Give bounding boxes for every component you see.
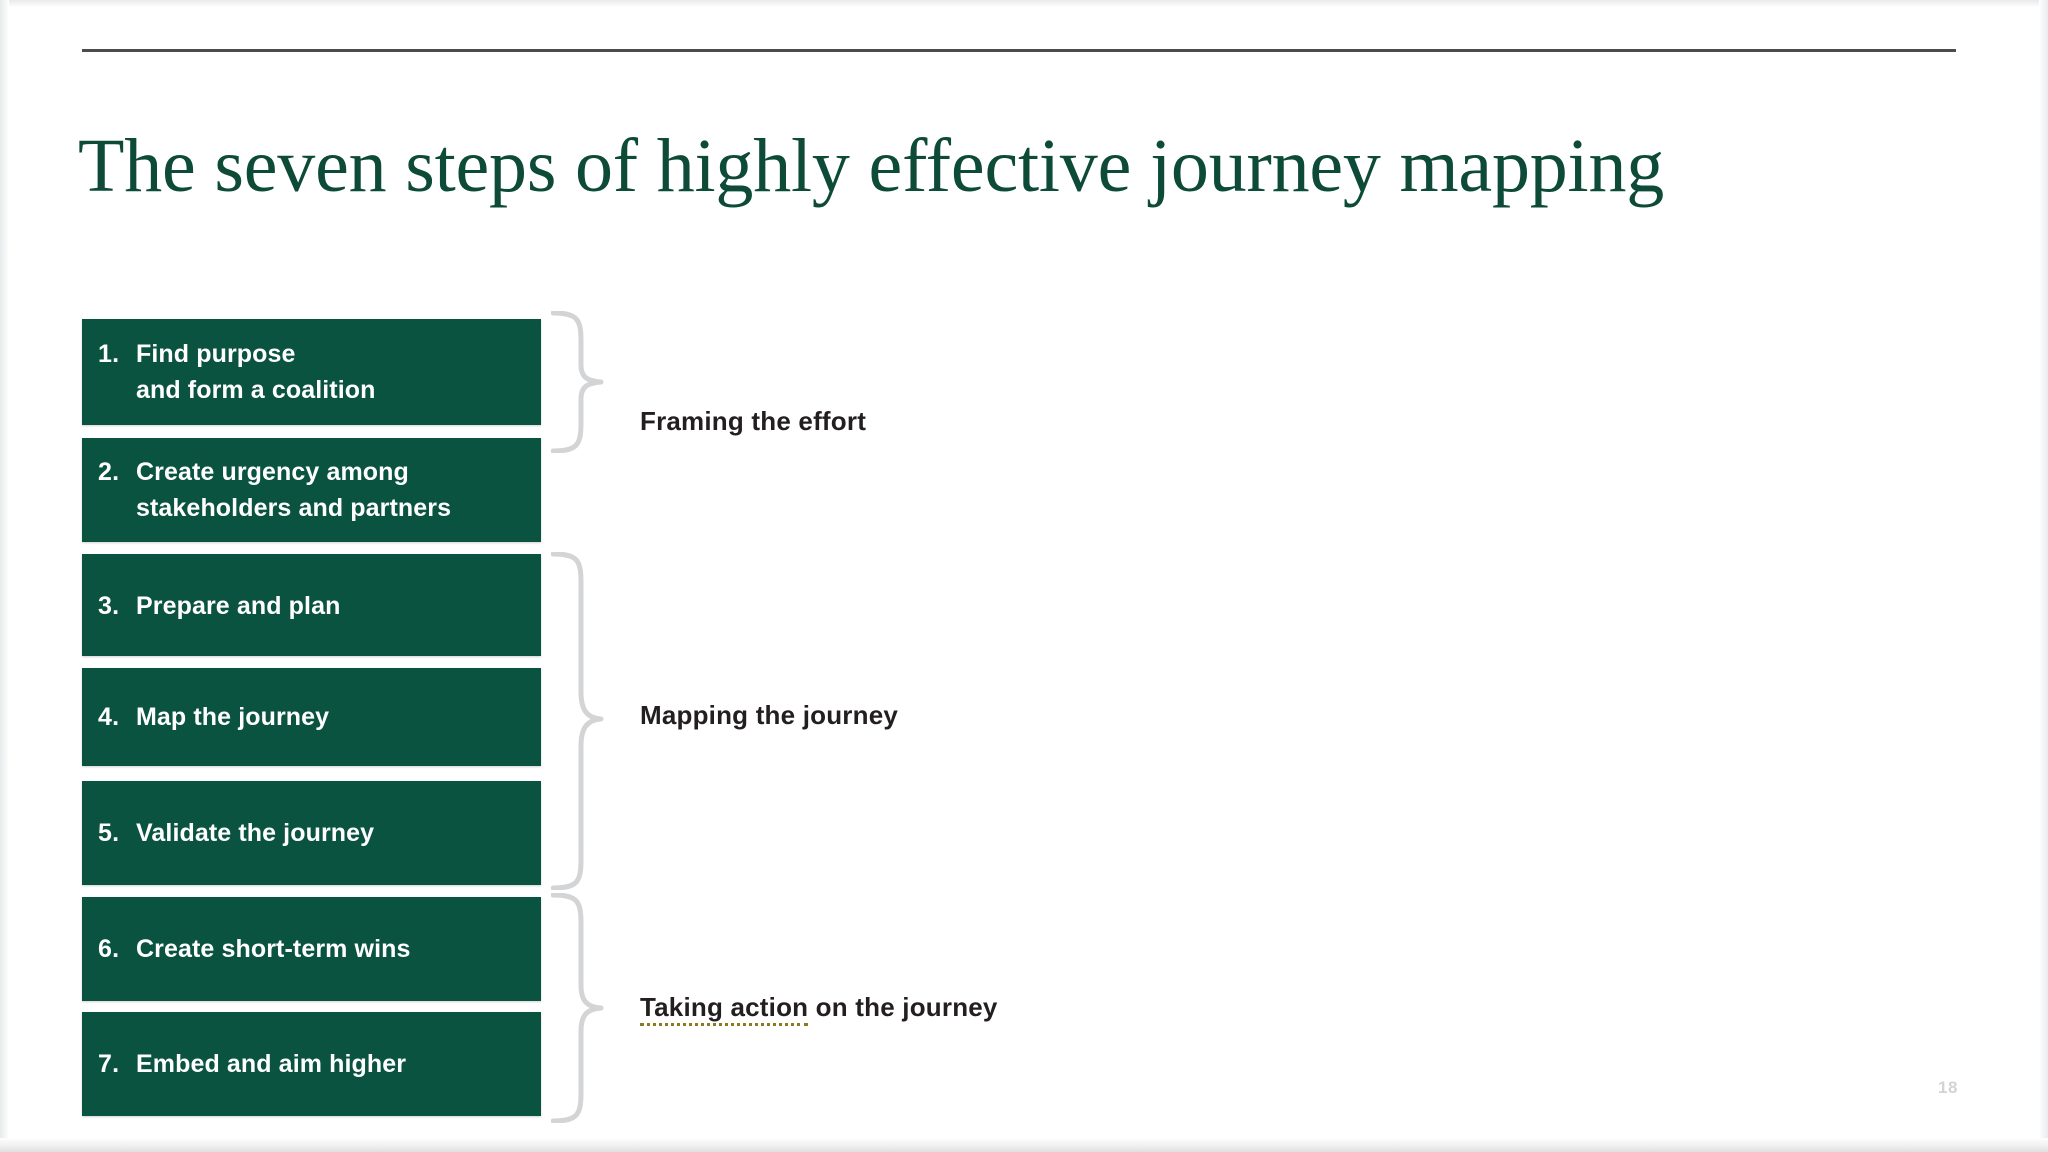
step-line-primary: 3. Prepare and plan — [82, 592, 541, 621]
slide-edge-left — [0, 0, 9, 1152]
step-label-line1: Map the journey — [136, 702, 330, 731]
step-box-5[interactable]: 5. Validate the journey — [82, 781, 541, 885]
step-label-line2: stakeholders and partners — [136, 493, 452, 522]
step-line-secondary: stakeholders and partners — [82, 494, 541, 523]
slide-edge-bottom — [0, 1138, 2048, 1152]
curly-brace-icon-group-2 — [551, 552, 629, 890]
group-label-framing: Framing the effort — [640, 406, 867, 436]
step-line-primary: 4. Map the journey — [82, 703, 541, 732]
step-label-line1: Prepare and plan — [136, 591, 341, 620]
slide-edge-top — [0, 0, 2048, 7]
step-line-primary: 2. Create urgency among — [82, 458, 541, 487]
slide-edge-right — [2039, 0, 2048, 1152]
group-label-taking-action-rest: on the journey — [808, 992, 998, 1022]
step-label-line1: Find purpose — [136, 339, 296, 368]
step-number: 1. — [98, 339, 120, 368]
step-label-line2: and form a coalition — [136, 375, 376, 404]
step-line-primary: 7. Embed and aim higher — [82, 1050, 541, 1079]
step-number: 6. — [98, 934, 120, 963]
step-box-6[interactable]: 6. Create short-term wins — [82, 897, 541, 1001]
step-line-primary: 5. Validate the journey — [82, 819, 541, 848]
step-line-primary: 1. Find purpose — [82, 340, 541, 369]
step-label-line1: Create urgency among — [136, 457, 409, 486]
step-line-secondary: and form a coalition — [82, 376, 541, 405]
step-number: 4. — [98, 702, 120, 731]
step-label-line1: Embed and aim higher — [136, 1049, 407, 1078]
step-box-2[interactable]: 2. Create urgency among stakeholders and… — [82, 438, 541, 542]
step-label-line1: Validate the journey — [136, 818, 375, 847]
page-number: 18 — [1938, 1078, 1958, 1097]
step-box-3[interactable]: 3. Prepare and plan — [82, 554, 541, 656]
step-label-line1: Create short-term wins — [136, 934, 411, 963]
step-number: 3. — [98, 591, 120, 620]
step-number: 5. — [98, 818, 120, 847]
step-line-primary: 6. Create short-term wins — [82, 935, 541, 964]
step-box-1[interactable]: 1. Find purpose and form a coalition — [82, 319, 541, 425]
page-title: The seven steps of highly effective jour… — [78, 123, 1665, 208]
title-divider-rule — [82, 49, 1956, 52]
step-number: 2. — [98, 457, 120, 486]
curly-brace-icon-group-1 — [551, 311, 629, 453]
group-label-mapping: Mapping the journey — [640, 700, 899, 730]
curly-brace-icon-group-3 — [551, 893, 629, 1123]
group-label-taking-action: Taking action on the journey — [640, 992, 998, 1026]
grammar-flagged-text: Taking action — [640, 992, 809, 1026]
step-box-4[interactable]: 4. Map the journey — [82, 668, 541, 766]
step-box-7[interactable]: 7. Embed and aim higher — [82, 1012, 541, 1116]
step-number: 7. — [98, 1049, 120, 1078]
